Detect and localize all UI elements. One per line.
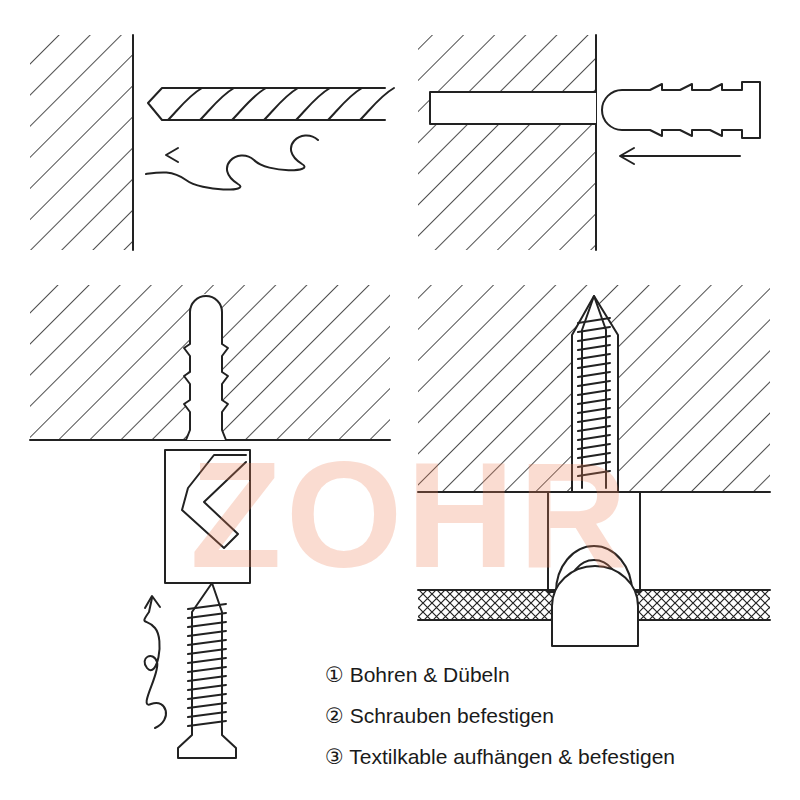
stroke xyxy=(296,88,330,120)
stroke xyxy=(328,88,362,120)
step-instruction: ② Schrauben befestigen xyxy=(325,703,554,729)
wall-edge xyxy=(132,35,134,250)
stroke xyxy=(168,88,202,120)
stroke xyxy=(188,613,226,618)
stroke xyxy=(188,685,226,690)
arrowhead xyxy=(166,148,178,162)
stroke xyxy=(188,604,226,609)
drill-hole xyxy=(430,92,596,124)
screw-thread xyxy=(188,604,226,726)
stroke xyxy=(578,381,610,386)
stroke xyxy=(188,631,226,636)
stroke xyxy=(578,390,610,395)
stroke xyxy=(232,88,266,120)
arrowhead xyxy=(145,596,160,608)
dowel xyxy=(602,82,760,138)
stroke xyxy=(188,721,226,726)
drill-bit xyxy=(148,88,385,120)
wall-edge xyxy=(595,35,597,250)
wall xyxy=(30,35,133,250)
screw xyxy=(178,583,236,758)
dowel xyxy=(184,296,228,440)
stroke xyxy=(578,318,610,323)
watermark-text: ZOHR xyxy=(190,440,631,590)
stroke xyxy=(188,667,226,672)
stroke xyxy=(188,649,226,654)
stroke xyxy=(188,712,226,717)
step-instruction: ③ Textilkable aufhängen & befestigen xyxy=(325,744,675,770)
wall xyxy=(418,35,596,250)
stroke xyxy=(578,327,610,332)
stroke xyxy=(578,408,610,413)
rotation-arrow xyxy=(146,136,318,190)
stroke xyxy=(188,703,226,708)
stroke xyxy=(578,372,610,377)
stroke xyxy=(360,88,394,120)
stroke xyxy=(578,399,610,404)
arrowhead xyxy=(620,148,634,164)
rotation-arrow xyxy=(144,598,166,728)
stroke xyxy=(188,640,226,645)
stroke xyxy=(578,417,610,422)
drill-flutes xyxy=(168,88,394,120)
insert-arrow xyxy=(622,155,740,157)
stroke xyxy=(188,658,226,663)
stroke xyxy=(264,88,298,120)
ceiling xyxy=(30,285,390,440)
step-instruction: ① Bohren & Dübeln xyxy=(325,662,510,688)
stroke xyxy=(188,622,226,627)
stroke xyxy=(578,426,610,431)
stroke xyxy=(578,363,610,368)
stroke xyxy=(188,676,226,681)
stroke xyxy=(578,336,610,341)
stroke xyxy=(578,354,610,359)
stroke xyxy=(578,345,610,350)
stroke xyxy=(200,88,234,120)
stroke xyxy=(188,694,226,699)
